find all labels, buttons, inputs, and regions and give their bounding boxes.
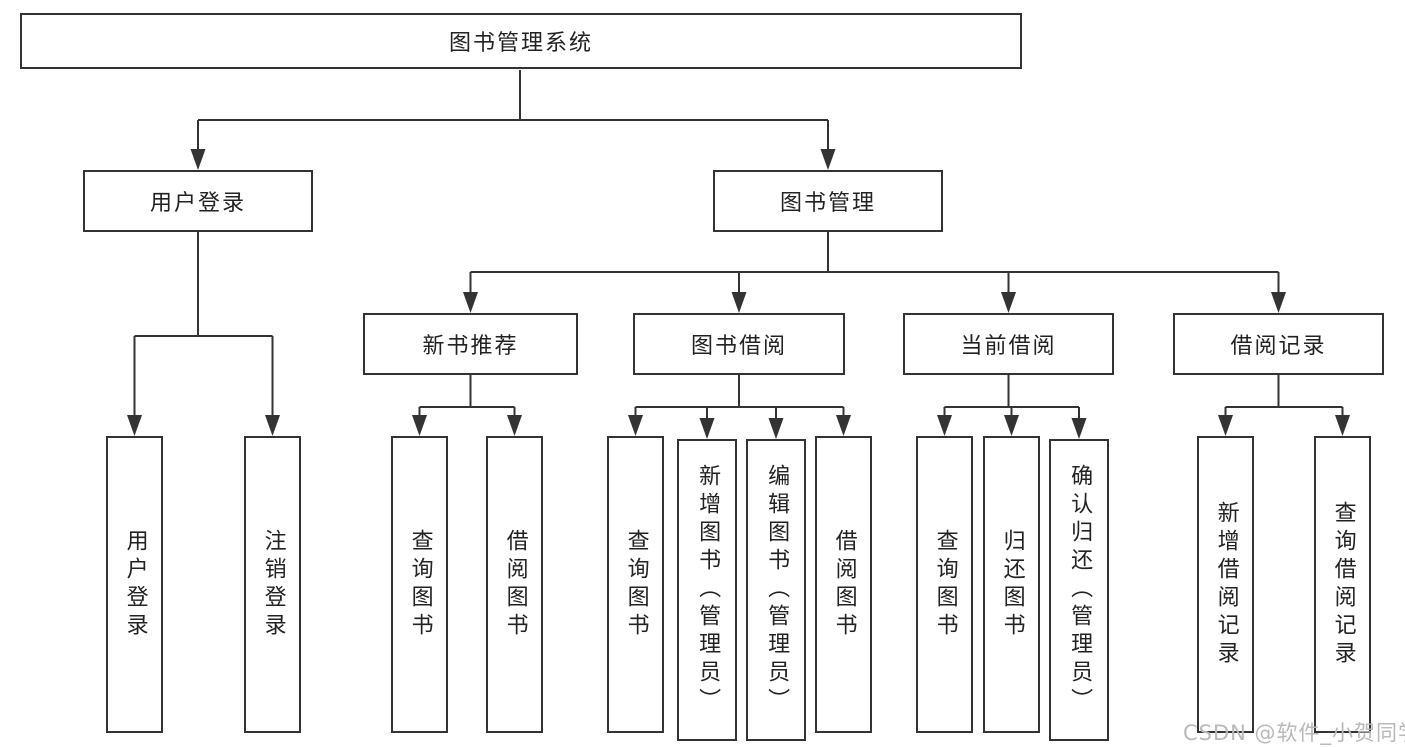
leaf-borrow-books-recommend-label: 借阅图书	[502, 528, 528, 641]
connector-book-borrowing-to-leaves	[634, 375, 845, 421]
leaf-query-books-recommend-label: 查询图书	[407, 528, 433, 641]
leaf-query-borrow-record: 查询借阅记录	[1314, 436, 1371, 733]
leaf-query-books-borrowing: 查询图书	[607, 436, 664, 733]
node-root: 图书管理系统	[20, 13, 1022, 69]
leaf-user-login: 用户登录	[106, 436, 163, 733]
leaf-confirm-return-admin: 确认归还（管理员）	[1049, 439, 1109, 741]
leaf-logout-label: 注销登录	[260, 528, 286, 641]
connector-book-management-to-groups	[469, 232, 1280, 295]
node-new-book-recommendation: 新书推荐	[363, 313, 578, 375]
leaf-borrow-books-borrowing-label: 借阅图书	[831, 528, 857, 641]
node-book-borrowing-label: 图书借阅	[690, 334, 787, 359]
leaf-return-books-label: 归还图书	[999, 528, 1025, 641]
connector-strokes	[133, 70, 1344, 421]
node-book-borrowing: 图书借阅	[633, 313, 845, 375]
node-current-borrowing-label: 当前借阅	[960, 334, 1057, 359]
node-user-login: 用户登录	[83, 170, 313, 232]
leaf-query-borrow-record-label: 查询借阅记录	[1330, 500, 1356, 669]
leaf-borrow-books-recommend: 借阅图书	[486, 436, 543, 733]
node-new-book-recommendation-label: 新书推荐	[422, 334, 519, 359]
watermark-text: CSDN @软件_小贺同学	[1183, 721, 1405, 745]
node-book-management-label: 图书管理	[779, 191, 876, 216]
leaf-query-books-current-label: 查询图书	[932, 528, 958, 641]
node-borrowing-records-label: 借阅记录	[1230, 334, 1327, 359]
leaf-add-books-admin-label: 新增图书（管理员）	[695, 464, 721, 716]
node-user-login-label: 用户登录	[149, 191, 246, 216]
leaf-query-books-recommend: 查询图书	[391, 436, 448, 733]
leaf-add-borrow-record-label: 新增借阅记录	[1213, 500, 1239, 669]
node-current-borrowing: 当前借阅	[903, 313, 1114, 375]
connector-user-login-to-leaves	[133, 232, 274, 418]
node-borrowing-records: 借阅记录	[1173, 313, 1384, 375]
leaf-edit-books-admin: 编辑图书（管理员）	[746, 439, 806, 741]
leaf-edit-books-admin-label: 编辑图书（管理员）	[764, 464, 790, 716]
arrowheads	[127, 149, 1350, 439]
node-book-management: 图书管理	[713, 170, 943, 232]
connector-borrowing-records-to-leaves	[1224, 375, 1344, 418]
leaf-user-login-label: 用户登录	[122, 528, 148, 641]
node-root-label: 图书管理系统	[448, 31, 593, 56]
leaf-borrow-books-borrowing: 借阅图书	[815, 436, 872, 733]
leaf-add-borrow-record: 新增借阅记录	[1197, 436, 1254, 733]
leaf-query-books-current: 查询图书	[916, 436, 973, 733]
leaf-confirm-return-admin-label: 确认归还（管理员）	[1067, 464, 1093, 716]
leaf-query-books-borrowing-label: 查询图书	[623, 528, 649, 641]
connector-root-to-branches	[197, 70, 829, 152]
leaf-logout: 注销登录	[244, 436, 301, 733]
connector-new-book-to-leaves	[418, 375, 516, 418]
leaf-return-books: 归还图书	[983, 436, 1040, 733]
leaf-add-books-admin: 新增图书（管理员）	[677, 439, 737, 741]
connector-current-borrowing-to-leaves	[943, 375, 1080, 421]
